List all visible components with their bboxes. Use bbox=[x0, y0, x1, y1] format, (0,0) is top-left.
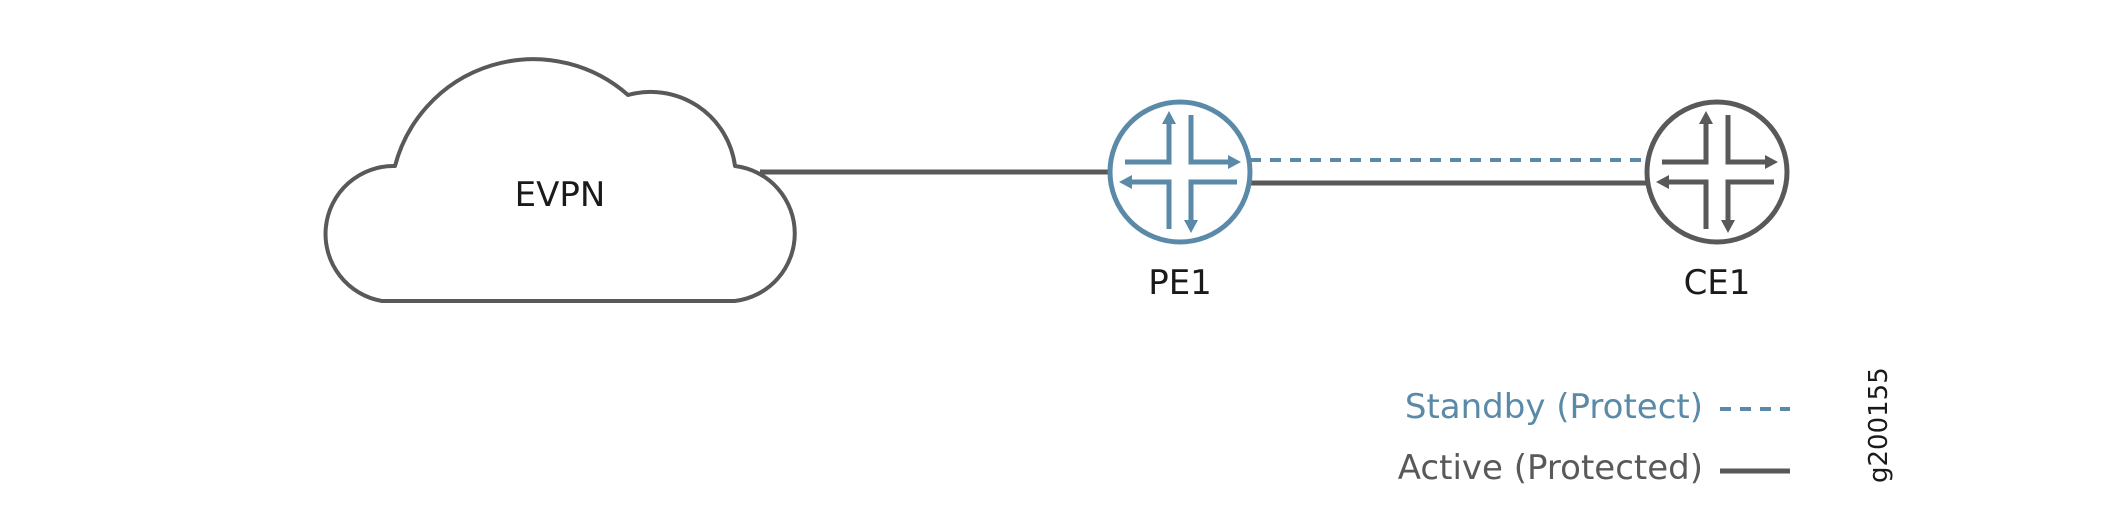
pe1-label: PE1 bbox=[1148, 263, 1212, 303]
legend-standby-label: Standby (Protect) bbox=[1405, 387, 1703, 427]
router-pe1 bbox=[1107, 99, 1253, 245]
ce1-label: CE1 bbox=[1684, 263, 1751, 303]
router-ce1 bbox=[1644, 99, 1790, 245]
figure-id: g200155 bbox=[1864, 367, 1894, 483]
cloud-label: EVPN bbox=[515, 175, 606, 215]
legend-active-label: Active (Protected) bbox=[1398, 448, 1703, 488]
evpn-cloud bbox=[323, 57, 797, 303]
